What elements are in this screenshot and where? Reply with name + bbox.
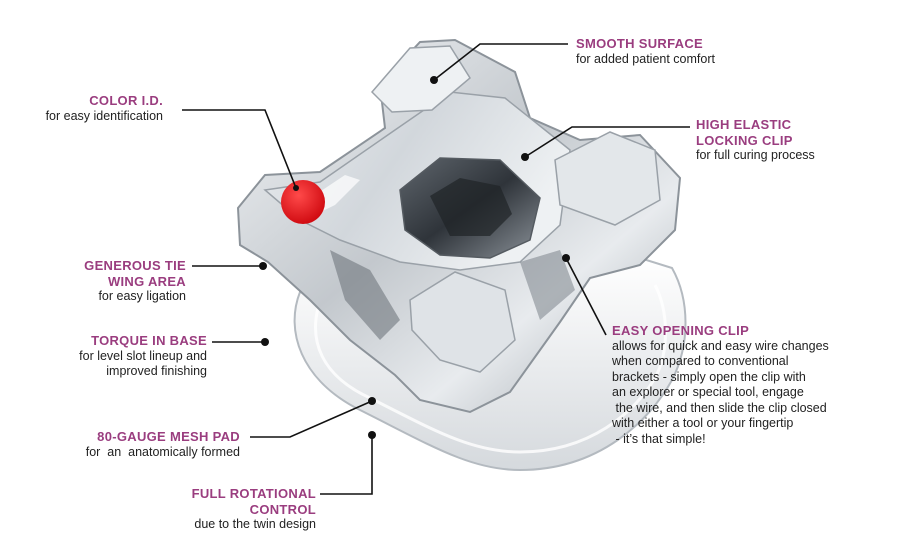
tie-wing-title-line1: GENEROUS TIE	[84, 258, 186, 273]
smooth-surface-desc: for added patient comfort	[576, 51, 715, 66]
bracket-body	[236, 38, 682, 414]
callout-locking-clip: HIGH ELASTIC LOCKING CLIP for full curin…	[696, 117, 815, 164]
opening-clip-desc-line: - it’s that simple!	[612, 431, 706, 446]
leader-lines	[182, 43, 690, 495]
opening-clip-desc-line: brackets - simply open the clip with	[612, 369, 806, 384]
callout-mesh-pad: 80-GAUGE MESH PAD for an anatomically fo…	[86, 429, 240, 460]
locking-clip-title-line2: LOCKING CLIP	[696, 132, 793, 148]
color-id-desc: for easy identification	[45, 108, 163, 123]
tie-wing-desc: for easy ligation	[98, 289, 186, 303]
mesh-pad-desc: for an anatomically formed	[85, 444, 240, 459]
color-id-title: COLOR I.D.	[89, 93, 163, 108]
locking-clip-title-line1: HIGH ELASTIC	[696, 117, 792, 132]
callout-color-id: COLOR I.D. for easy identification	[46, 93, 163, 124]
callout-torque: TORQUE IN BASE for level slot lineup and…	[79, 333, 207, 380]
torque-desc-line2: improved finishing	[106, 364, 207, 378]
opening-clip-desc-line: the wire, and then slide the clip closed	[612, 400, 827, 415]
opening-clip-desc-line: an explorer or special tool, engage	[612, 385, 804, 399]
opening-clip-desc-line: with either a tool or your fingertip	[612, 416, 794, 430]
callout-opening-clip: EASY OPENING CLIP allows for quick and e…	[612, 323, 829, 447]
smooth-surface-title: SMOOTH SURFACE	[576, 36, 703, 51]
tie-wing-title-line2: WING AREA	[107, 273, 186, 289]
rotational-title-line2: CONTROL	[249, 501, 316, 517]
opening-clip-desc-line: allows for quick and easy wire changes	[612, 338, 829, 353]
callout-tie-wing: GENEROUS TIE WING AREA for easy ligation	[84, 258, 186, 305]
mesh-pad-title: 80-GAUGE MESH PAD	[97, 429, 240, 444]
leader-dots	[259, 76, 570, 439]
rotational-title-line1: FULL ROTATIONAL	[191, 486, 316, 501]
color-id-dot	[281, 180, 325, 224]
opening-clip-desc-line: when compared to conventional	[612, 354, 789, 368]
callout-smooth-surface: SMOOTH SURFACE for added patient comfort	[576, 36, 715, 67]
torque-desc-line1: for level slot lineup and	[79, 348, 207, 363]
opening-clip-title: EASY OPENING CLIP	[612, 323, 750, 338]
locking-clip-desc: for full curing process	[696, 148, 815, 162]
torque-title: TORQUE IN BASE	[91, 333, 207, 348]
rotational-desc: due to the twin design	[194, 517, 316, 531]
callout-rotational: FULL ROTATIONAL CONTROL due to the twin …	[192, 486, 316, 533]
